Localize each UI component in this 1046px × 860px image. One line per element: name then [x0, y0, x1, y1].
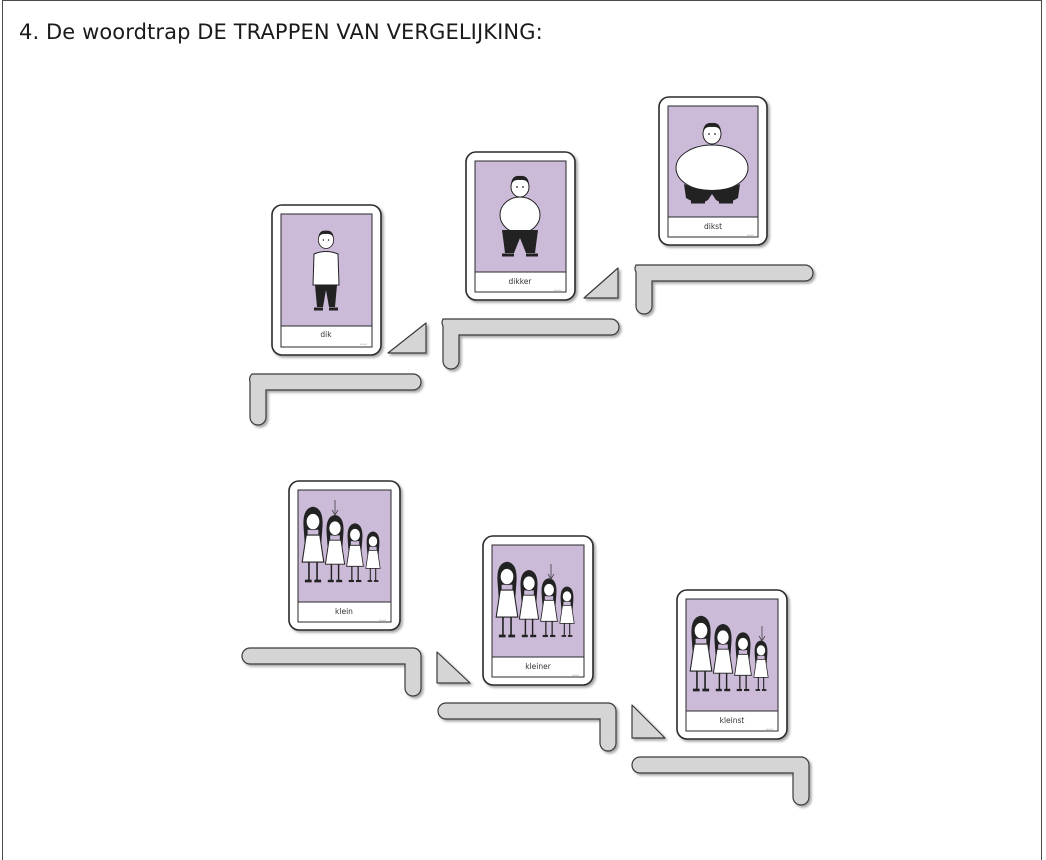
step-platform [437, 702, 617, 752]
card-label: dikker [509, 277, 533, 286]
card-label: dikst [704, 222, 722, 231]
step-triangle [387, 322, 427, 354]
card-label: dik [320, 330, 332, 339]
step-platform [249, 373, 422, 426]
word-card-dikst: dikst ▭▭▭ [658, 96, 768, 246]
step-platform [634, 264, 814, 315]
step-platform [631, 756, 810, 806]
girls-height-row-icon [690, 616, 768, 690]
card-credit: ▭▭▭ [379, 619, 387, 622]
page-heading: 4. De woordtrap DE TRAPPEN VAN VERGELIJK… [19, 20, 543, 44]
card-credit: ▭▭▭ [747, 234, 755, 237]
card-credit: ▭▭▭ [554, 289, 562, 292]
word-card-klein: klein ▭▭▭ [288, 480, 401, 631]
chubby-boy-icon [499, 175, 541, 257]
card-credit: ▭▭▭ [766, 728, 774, 731]
step-triangle [583, 267, 619, 299]
girls-height-row-icon [496, 562, 574, 636]
word-card-kleinst: kleinst ▭▭▭ [676, 589, 788, 740]
card-label: klein [335, 607, 353, 616]
word-card-dik: dik ▭▭▭ [271, 204, 382, 356]
step-triangle [631, 704, 666, 739]
fat-boy-icon [675, 122, 749, 204]
card-credit: ▭▭▭ [572, 674, 580, 677]
step-platform [441, 318, 620, 370]
card-credit: ▭▭▭ [360, 343, 368, 346]
step-triangle [436, 651, 471, 684]
thin-boy-icon [312, 230, 340, 311]
card-label: kleiner [525, 662, 551, 671]
word-card-dikker: dikker ▭▭▭ [465, 151, 576, 301]
girls-height-row-icon [302, 500, 380, 581]
step-platform [241, 647, 422, 697]
word-card-kleiner: kleiner ▭▭▭ [482, 535, 594, 686]
card-label: kleinst [720, 716, 745, 725]
